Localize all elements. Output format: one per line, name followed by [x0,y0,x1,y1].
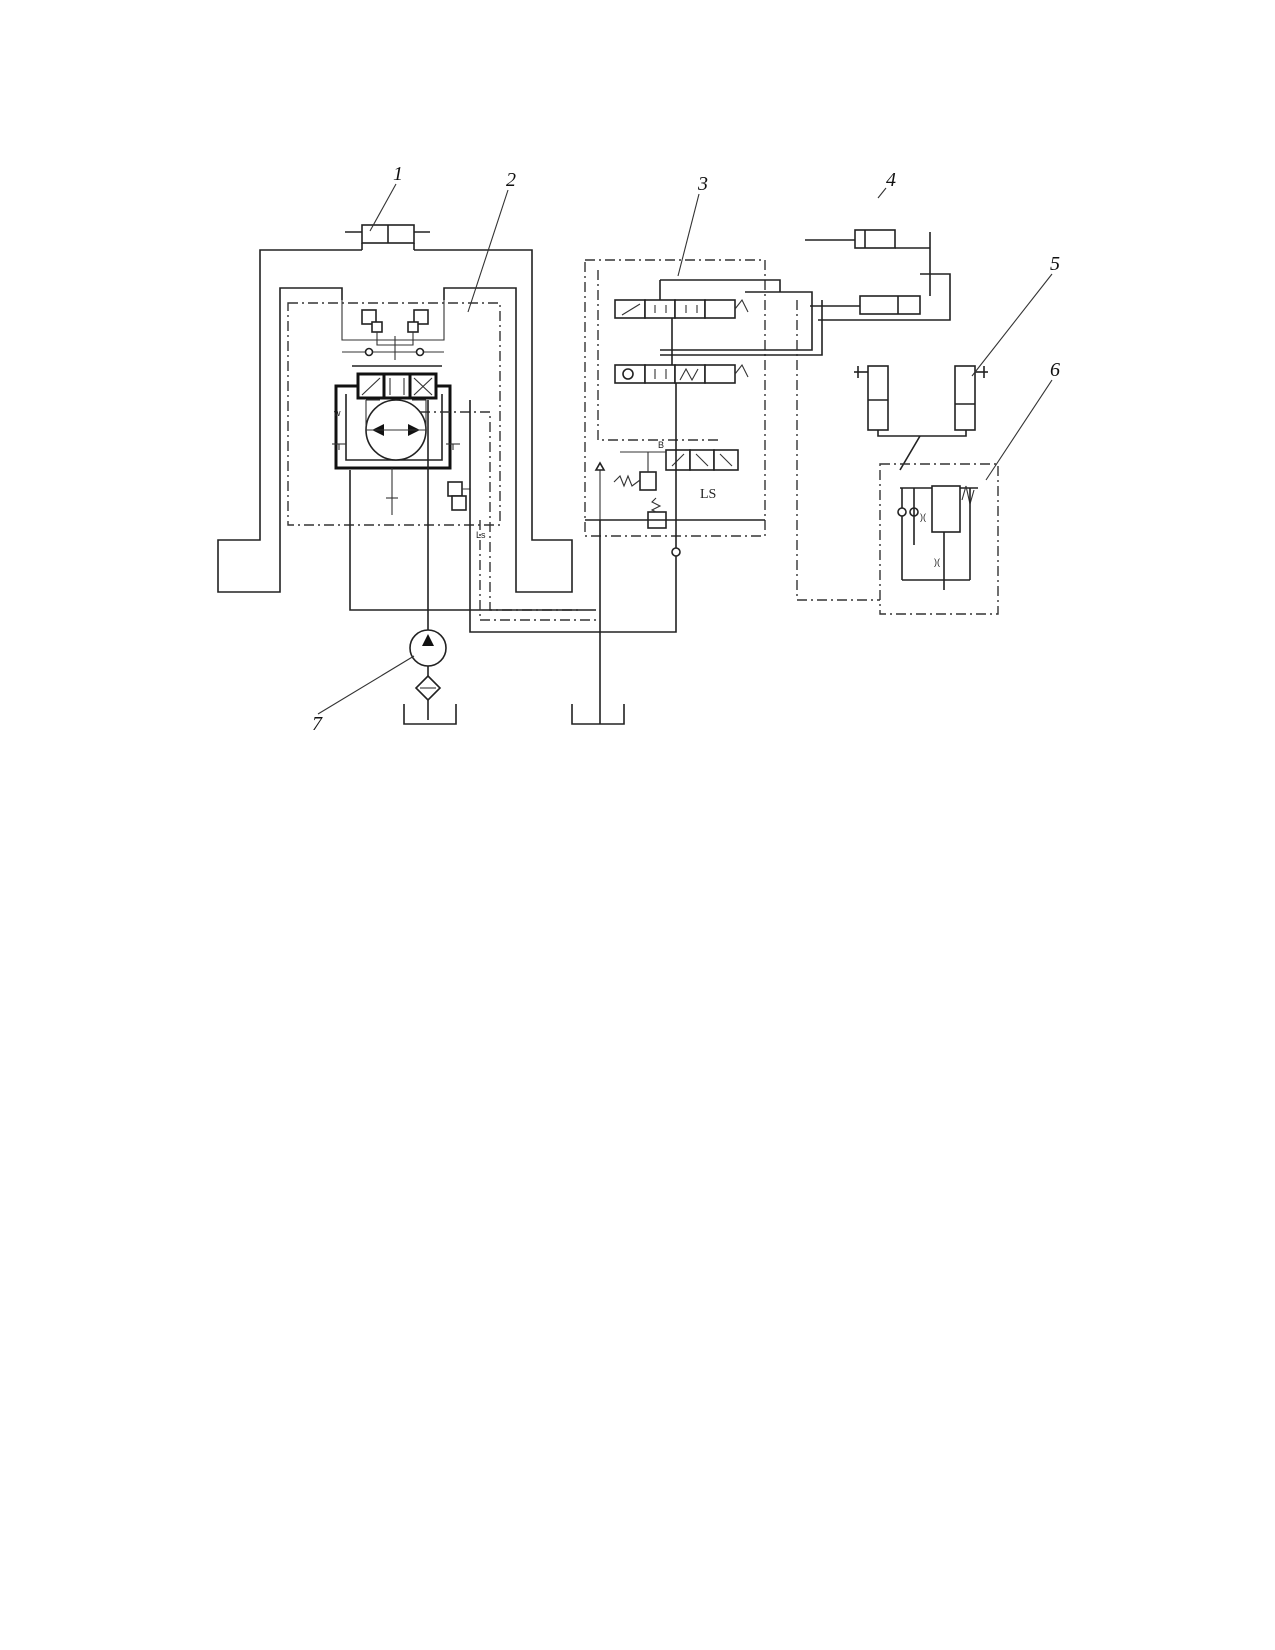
callout-7: 7 [312,655,415,735]
callout-5: 5 [971,253,1060,377]
svg-text:7: 7 [312,713,323,735]
callout-3: 3 [677,173,708,277]
w-mark: w [333,408,341,418]
b-mark: B [658,440,664,450]
multi-way-valve-block [469,259,823,700]
svg-text:2: 2 [506,169,516,191]
cylinder-hoses [217,249,573,593]
svg-text:)(: )( [920,512,926,522]
svg-text:1: 1 [393,163,403,185]
flow-control-block: )( )( [879,463,999,615]
callout-6: 6 [985,359,1060,481]
work-cylinders [805,229,951,321]
ls-port-mark: Ls [476,530,486,540]
svg-text:6: 6 [1050,359,1060,381]
svg-text:4: 4 [886,169,896,191]
pump-and-tanks [349,400,625,725]
ls-valve-mark: LS [700,487,716,502]
callout-1: 1 [369,163,403,232]
double-rod-cylinder [345,224,430,250]
lift-cylinders [854,365,988,471]
drain-line [796,300,880,601]
callout-2: 2 [467,169,516,313]
lines-to-cylinders [660,291,813,351]
callout-4: 4 [877,169,896,199]
svg-text:3: 3 [697,173,708,195]
svg-text:)(: )( [934,557,940,567]
svg-text:5: 5 [1050,253,1060,275]
steering-unit-block [287,300,580,611]
